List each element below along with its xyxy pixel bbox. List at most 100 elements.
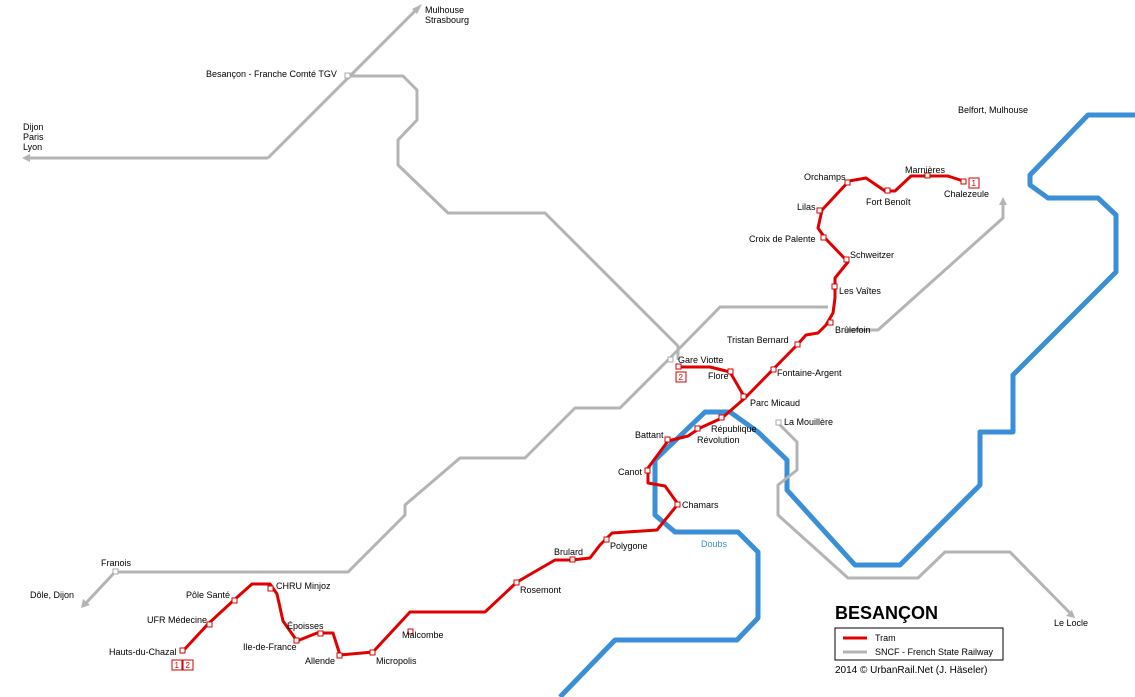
stop-chamars [674,501,681,508]
stop-revolution [694,425,701,432]
stop-les-vaites [831,283,838,290]
label-lyon: Lyon [23,142,42,152]
label-canot: Canot [618,467,643,477]
arrow-belfort [999,197,1007,205]
label-pole-sante: Pôle Santé [186,590,230,600]
rail-belfort [845,203,1005,332]
rail-stop-gare-viotte [667,356,674,363]
arrow-le-locle [1066,610,1075,618]
label-brulefoin: Brûlefoin [835,325,871,335]
station-labels: Chalezeule Marnières Fort Benoît Orchamp… [109,165,989,666]
label-belfort: Belfort, Mulhouse [958,105,1028,115]
label-la-mouillere: La Mouillère [784,417,833,427]
legend-tram-label: Tram [875,633,896,643]
line-badges: 1 2 1 2 [171,177,980,671]
tram-line-2-branch [678,365,747,399]
rail-stop-mouillere [775,419,782,426]
tram-stops [179,172,967,659]
arrow-dijon [22,154,30,162]
badge-box-2-garevotte [675,371,687,383]
stop-hauts-du-chazal [179,647,186,654]
stop-battant [664,436,671,443]
label-brulard: Brulard [554,547,583,557]
map-title: BESANÇON [835,603,938,623]
stop-ile-de-france [293,637,300,644]
label-fort-benoit: Fort Benoît [866,197,911,207]
tram-line-1 [181,174,964,657]
stop-orchamps [844,179,851,186]
label-fontaine-argent: Fontaine-Argent [777,368,842,378]
label-parc-micaud: Parc Micaud [750,398,800,408]
stop-gare-viotte [675,363,682,370]
label-revolution: Révolution [697,435,740,445]
badge-box-2-west [182,659,194,671]
stop-epoisses [317,630,324,637]
label-hauts-du-chazal: Hauts-du-Chazal [109,647,177,657]
rail-labels: Mulhouse Strasbourg Besançon - Franche C… [23,5,1088,628]
label-dole: Dôle, Dijon [30,590,74,600]
rail-stop-franois [112,568,119,575]
stop-rosemont [513,579,520,586]
badge-line-1-west: 1 [175,661,180,670]
stop-fontaine-argent [770,366,777,373]
stop-polygone [603,536,610,543]
stop-republique [718,414,725,421]
label-tgv: Besançon - Franche Comté TGV [206,69,337,79]
label-doubs: Doubs [701,539,728,549]
stop-canot [644,467,651,474]
stop-lilas [816,207,823,214]
label-chalezeule: Chalezeule [944,189,989,199]
rail-tgv-link [348,74,680,360]
label-allende: Allende [305,656,335,666]
label-chru-minjoz: CHRU Minjoz [276,581,331,591]
badge-box-1-east [968,177,980,189]
stop-allende [336,652,343,659]
railway-lines [28,6,1072,615]
rail-tgv-north [266,6,420,160]
label-les-vaites: Les Vaîtes [839,286,881,296]
badge-line-1-east: 1 [972,179,977,188]
label-flore: Flore [708,371,729,381]
railway-stations [112,72,782,575]
label-dijon: Dijon [23,122,44,132]
stop-malcombe [407,628,414,635]
stop-chru-minjoz [267,585,274,592]
label-croix-de-palente: Croix de Palente [749,234,816,244]
label-ile-de-france: Ile-de-France [243,642,297,652]
rail-stop-tgv [344,72,351,79]
label-tristan-bernard: Tristan Bernard [727,335,789,345]
stop-pole-sante [231,597,238,604]
rail-le-locle [775,420,1072,615]
stop-chalezeule [960,178,967,185]
label-epoisses: Époisses [287,621,324,631]
stop-parc-micaud [740,393,747,400]
label-schweitzer: Schweitzer [850,250,894,260]
label-polygone: Polygone [610,541,648,551]
label-battant: Battant [635,430,664,440]
railway-arrows [22,4,1075,618]
stop-marnieres [924,172,931,179]
stop-ufr-medecine [206,621,213,628]
stop-croix-de-palente [820,234,827,241]
badge-box-1-west [171,659,183,671]
label-republique: République [711,424,757,434]
label-rosemont: Rosemont [520,585,562,595]
label-micropolis: Micropolis [376,656,417,666]
label-franois: Franois [101,558,132,568]
label-ufr-medecine: UFR Médecine [147,615,207,625]
stop-fort-benoit [884,187,891,194]
badge-line-2-garevotte: 2 [679,373,684,382]
stop-schweitzer [843,256,850,263]
stop-flore [727,368,734,375]
label-lilas: Lilas [797,202,816,212]
label-strasbourg: Strasbourg [425,15,469,25]
label-paris: Paris [23,132,44,142]
stop-brulard [569,556,576,563]
legend-box [834,627,1004,661]
stop-tristan-bernard [794,341,801,348]
river-doubs [558,112,1135,697]
label-gare-viotte: Gare Viotte [678,355,723,365]
map-credit: 2014 © UrbanRail.Net (J. Häseler) [835,665,987,676]
badge-line-2-west: 2 [186,661,191,670]
